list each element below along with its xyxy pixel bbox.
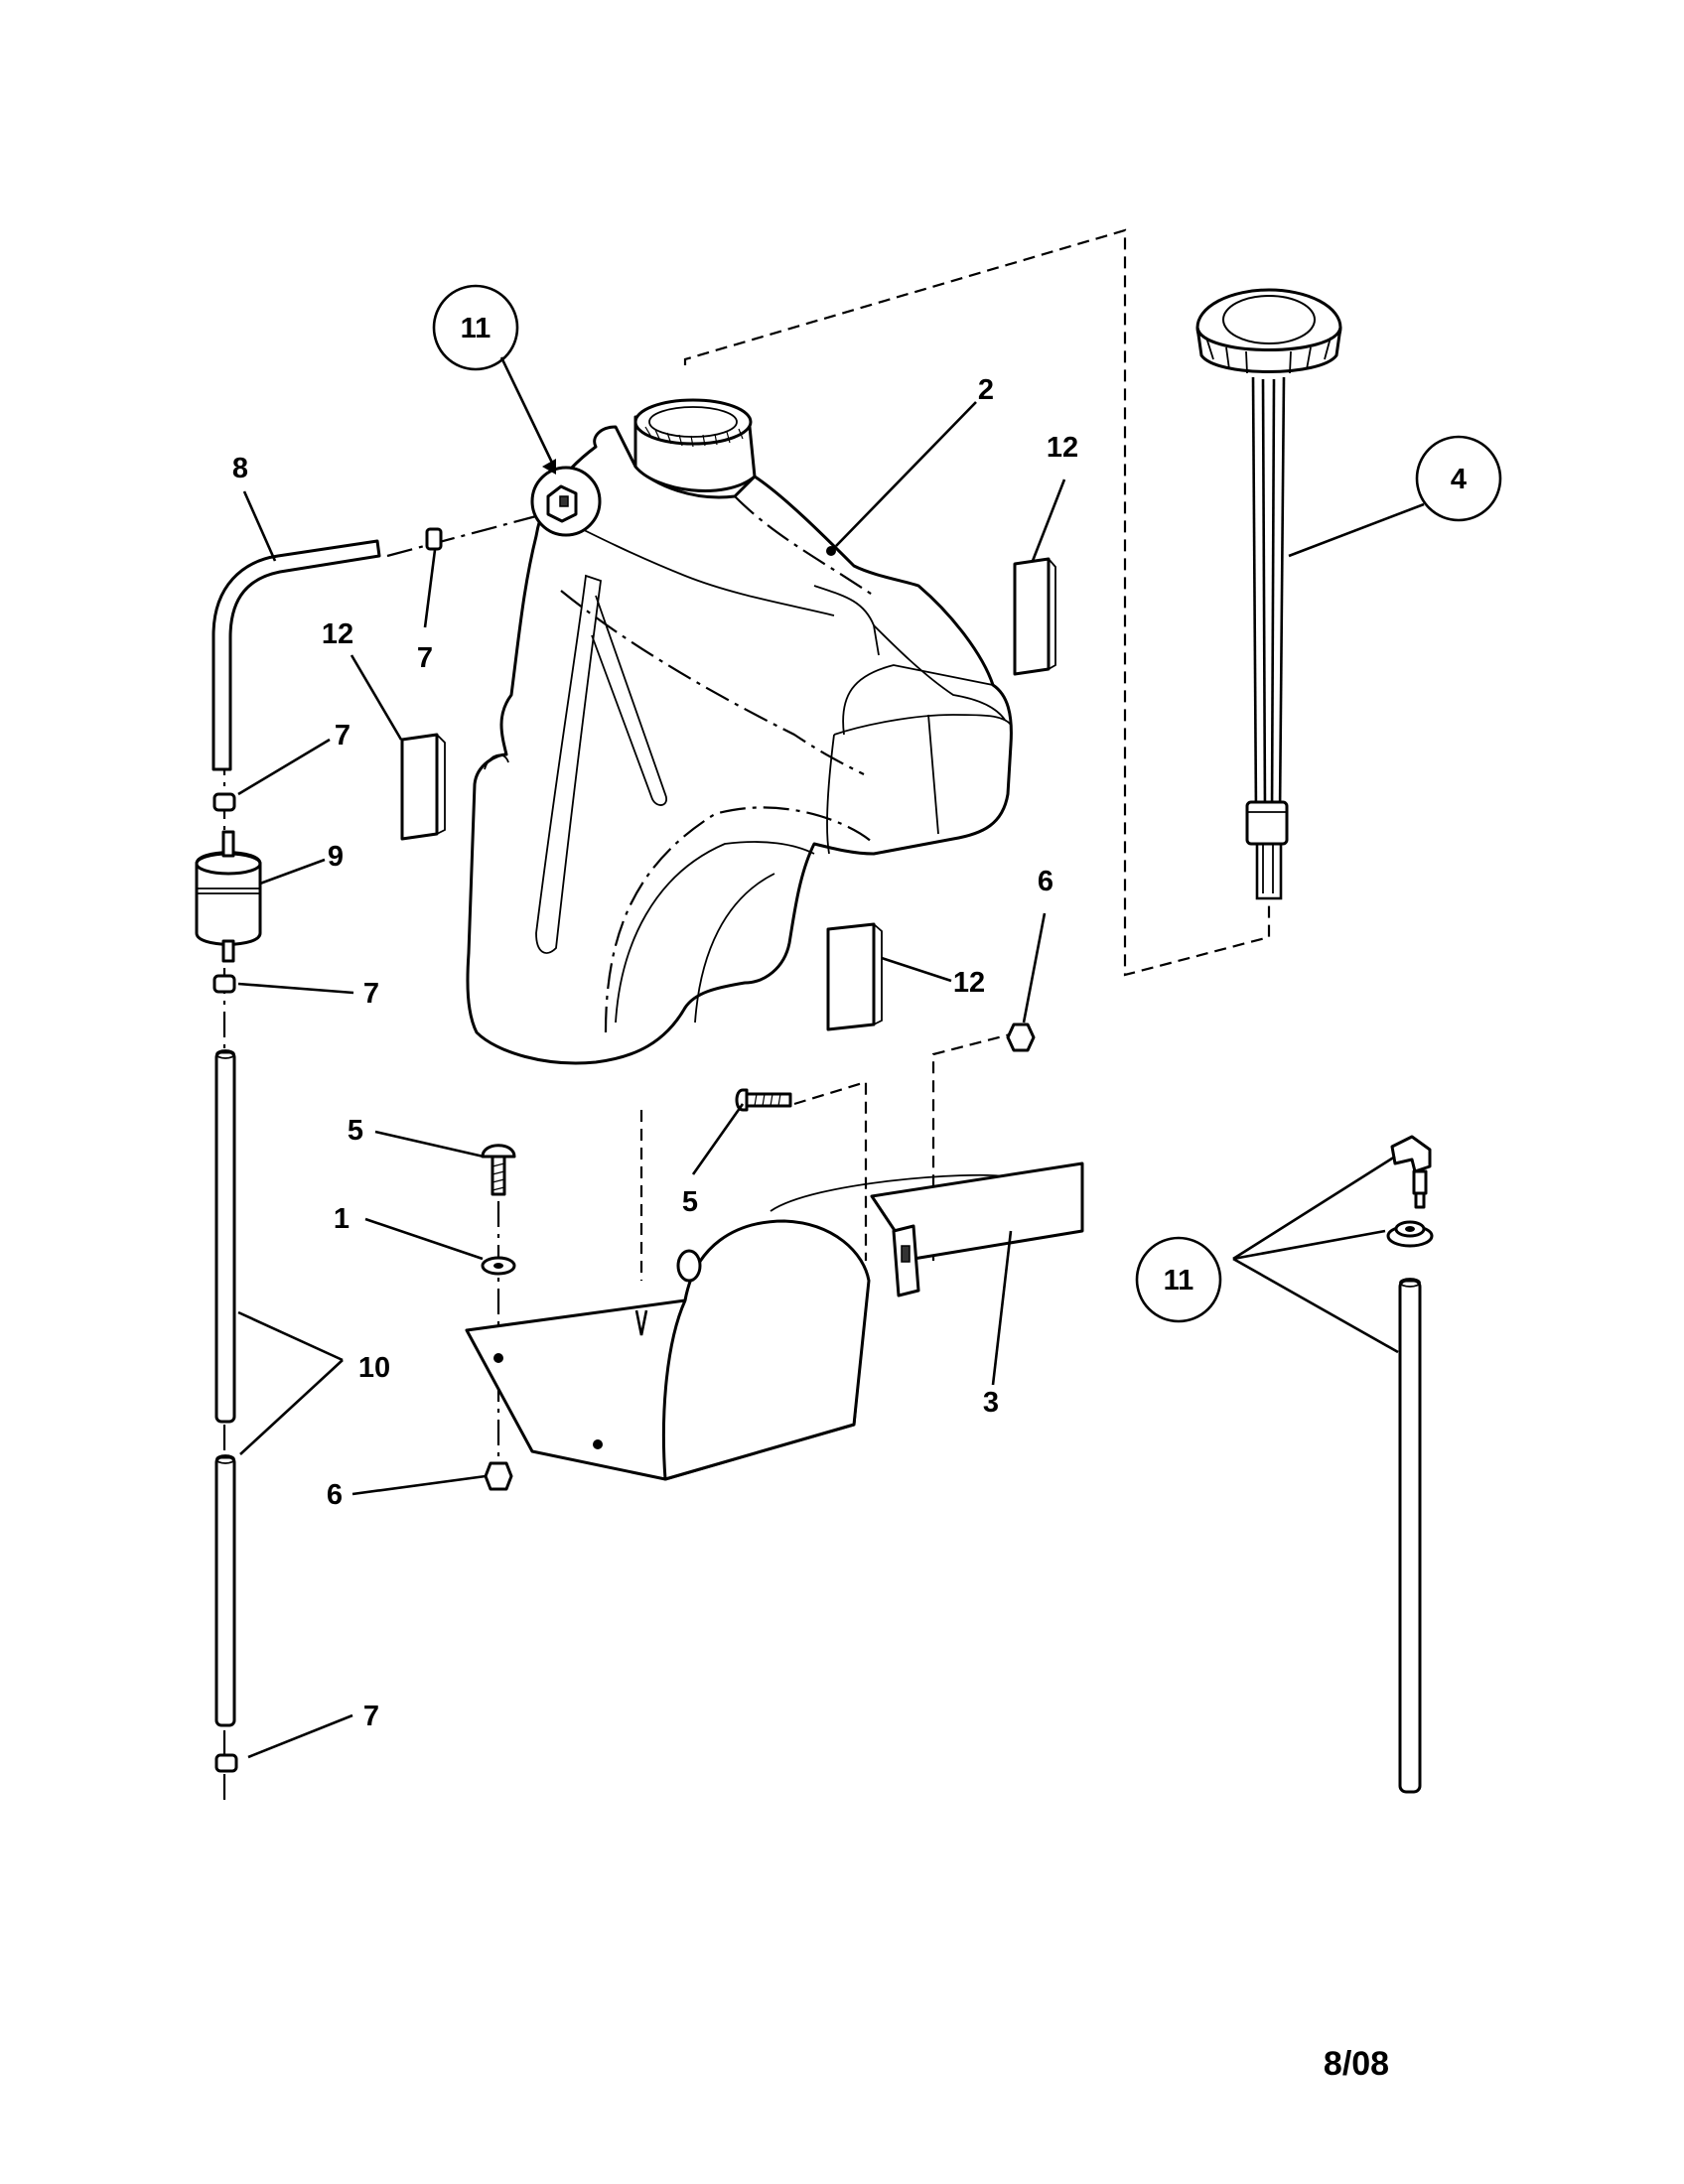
callout-5-right: 5	[682, 1186, 698, 1218]
tank-support-bracket	[465, 1161, 1084, 1481]
fuel-line-upper	[195, 527, 443, 994]
callout-12-left: 12	[322, 618, 353, 650]
callout-3: 3	[983, 1387, 999, 1419]
hardware	[481, 1023, 1036, 1491]
callout-2: 2	[978, 374, 994, 406]
vent-fitting-kit	[1386, 1135, 1434, 1794]
spacer-pads	[400, 557, 1056, 1031]
callout-1: 1	[334, 1203, 350, 1235]
fuel-line-lower	[214, 1049, 238, 1773]
callout-10: 10	[358, 1352, 390, 1384]
callout-8: 8	[232, 453, 248, 484]
callout-6-right: 6	[1038, 866, 1053, 897]
callout-6-left: 6	[327, 1479, 343, 1511]
callout-7-top: 7	[417, 642, 433, 674]
date-code: 8/08	[1324, 2045, 1389, 2083]
fuel-tank	[466, 398, 1013, 1065]
leader-lines	[237, 356, 1425, 1759]
callout-labels: 11 4 11 2 8 12 12 7 7 9 6 12 7 5 5 1 10 …	[232, 313, 1467, 2083]
callout-4: 4	[1451, 464, 1467, 495]
callout-11-kit: 11	[1164, 1265, 1194, 1297]
callout-circles	[432, 284, 1502, 1323]
callout-9: 9	[328, 841, 344, 873]
callout-12-right: 12	[1047, 432, 1078, 464]
fuel-cap-gauge	[1195, 288, 1342, 900]
callout-7-filter: 7	[363, 978, 379, 1010]
callout-7-hose: 7	[335, 720, 351, 751]
callout-11-tank: 11	[461, 313, 491, 344]
callout-12-bottom: 12	[953, 967, 985, 999]
callout-7-bottom: 7	[363, 1701, 379, 1732]
callout-5-left: 5	[348, 1115, 363, 1147]
